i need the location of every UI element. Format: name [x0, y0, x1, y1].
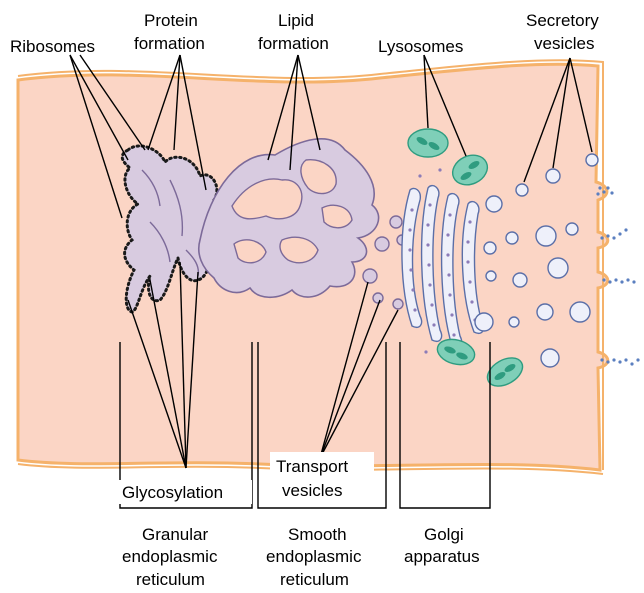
transport-vesicle: [373, 293, 383, 303]
label-granular-er-3: reticulum: [136, 570, 205, 589]
label-lipid-formation: Lipid: [278, 11, 314, 30]
transport-vesicle: [390, 216, 402, 228]
secretory-vesicle: [586, 154, 598, 166]
label-transport-vesicles: Transport: [276, 457, 348, 476]
label-lysosomes: Lysosomes: [378, 37, 463, 56]
secretory-vesicle: [537, 304, 553, 320]
label-smooth-er-2: endoplasmic: [266, 547, 362, 566]
transport-vesicle: [393, 299, 403, 309]
secretory-vesicle: [486, 196, 502, 212]
label-lipid-formation-2: formation: [258, 34, 329, 53]
secretory-vesicle: [536, 226, 556, 246]
label-glycosylation: Glycosylation: [122, 483, 223, 502]
label-golgi: Golgi: [424, 525, 464, 544]
secretory-vesicle: [570, 302, 590, 322]
secretory-vesicle: [506, 232, 518, 244]
label-transport-vesicles-2: vesicles: [282, 481, 342, 500]
secretory-vesicle: [516, 184, 528, 196]
transport-vesicle: [363, 269, 377, 283]
transport-vesicle: [375, 237, 389, 251]
secretory-vesicle: [546, 169, 560, 183]
label-smooth-er-3: reticulum: [280, 570, 349, 589]
secretory-vesicle: [541, 349, 559, 367]
secretory-vesicle: [566, 223, 578, 235]
label-smooth-er: Smooth: [288, 525, 347, 544]
label-protein-formation-2: formation: [134, 34, 205, 53]
secretory-vesicle: [548, 258, 568, 278]
label-secretory-vesicles: Secretory: [526, 11, 599, 30]
secretory-vesicle: [509, 317, 519, 327]
secretory-vesicle: [486, 271, 496, 281]
secretory-vesicle: [513, 273, 527, 287]
secretory-vesicle: [475, 313, 493, 331]
lysosome: [408, 129, 448, 157]
label-golgi-2: apparatus: [404, 547, 480, 566]
label-granular-er: Granular: [142, 525, 208, 544]
label-protein-formation: Protein: [144, 11, 198, 30]
label-secretory-vesicles-2: vesicles: [534, 34, 594, 53]
secretory-vesicle: [484, 242, 496, 254]
label-granular-er-2: endoplasmic: [122, 547, 218, 566]
label-ribosomes: Ribosomes: [10, 37, 95, 56]
